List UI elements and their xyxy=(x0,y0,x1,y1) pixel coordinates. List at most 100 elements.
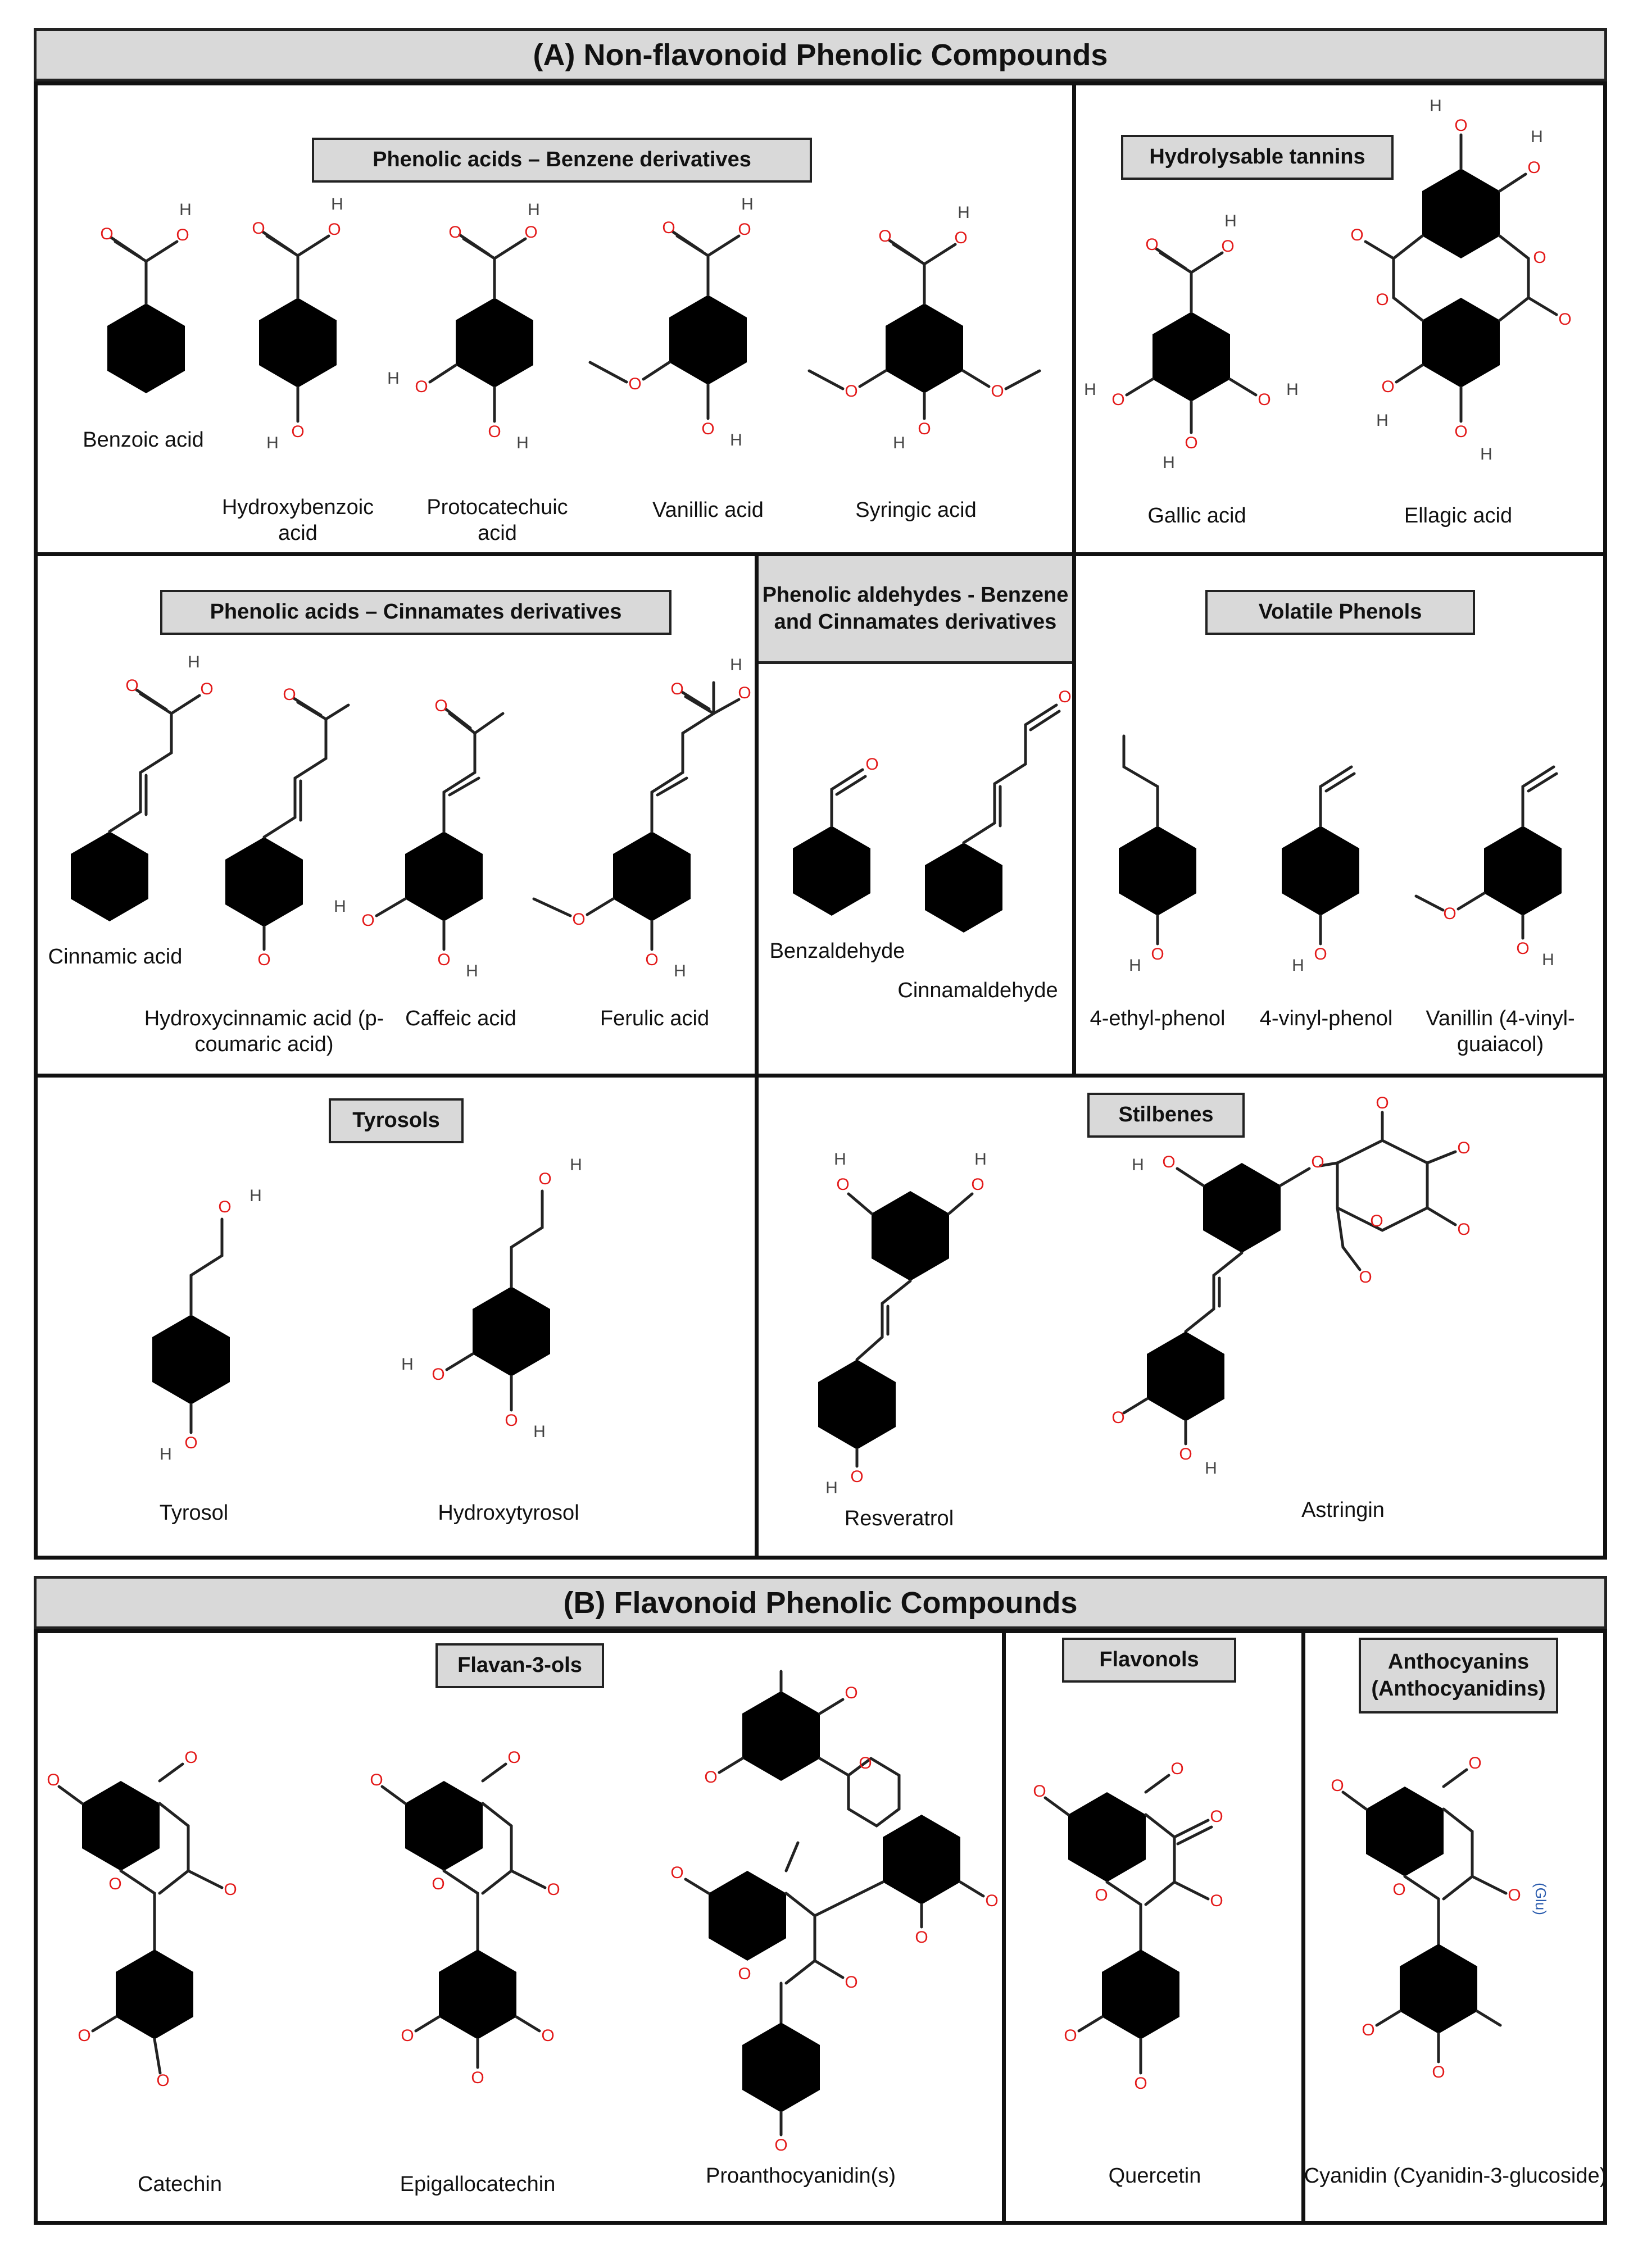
atom-h: H xyxy=(1531,128,1543,146)
atom-o: O xyxy=(283,685,296,704)
glucose-label: (Glu) xyxy=(1532,1883,1549,1915)
atom-o: O xyxy=(1033,1782,1046,1801)
label-cinnamates-text: Phenolic acids – Cinnamates derivatives xyxy=(210,600,622,624)
label-flavonols: Flavonols xyxy=(1062,1638,1236,1683)
atom-h: H xyxy=(741,195,754,213)
atom-o: O xyxy=(1221,237,1234,256)
atom-h: H xyxy=(730,431,742,449)
atom-o: O xyxy=(415,378,428,396)
atom-o: O xyxy=(1111,1408,1124,1427)
molecule-benzoic-acid: O O H xyxy=(100,201,192,393)
atom-h: H xyxy=(1084,380,1096,399)
name-hydroxybenzoic-acid: Hydroxybenzoic acid xyxy=(221,496,374,546)
name-ellagic-acid: Ellagic acid xyxy=(1404,504,1513,528)
molecule-cinnamaldehyde: O xyxy=(925,688,1072,933)
atom-o: O xyxy=(1454,116,1467,135)
name-syringic-acid: Syringic acid xyxy=(855,498,977,522)
atom-h: H xyxy=(179,201,192,219)
atom-o: O xyxy=(224,1880,237,1899)
atom-o: O xyxy=(434,697,447,715)
atom-h: H xyxy=(674,962,686,980)
atom-o: O xyxy=(200,680,213,698)
name-resveratrol: Resveratrol xyxy=(844,1507,954,1530)
name-gallic-acid: Gallic acid xyxy=(1147,504,1246,528)
label-volatile-text: Volatile Phenols xyxy=(1258,600,1422,624)
atom-o: O xyxy=(1258,390,1271,409)
atom-o: O xyxy=(547,1880,560,1899)
label-phenolic-aldehydes: Phenolic aldehydes - Benzene and Cinnama… xyxy=(759,556,1072,664)
molecule-cyanidin: O O O O (Glu) O O xyxy=(1331,1754,1549,2081)
panel-stilbenes xyxy=(755,1074,1607,1560)
atom-o: O xyxy=(865,755,878,774)
atom-o: O xyxy=(1111,390,1124,409)
molecule-quercetin: O O O O O O O xyxy=(1033,1760,1223,2093)
atom-o: O xyxy=(78,2026,90,2045)
atom-h: H xyxy=(730,656,742,674)
atom-h: H xyxy=(570,1156,582,1174)
atom-h: H xyxy=(958,203,970,222)
atom-o: O xyxy=(1095,1886,1108,1905)
atom-o: O xyxy=(738,220,751,239)
atom-o: O xyxy=(125,676,138,695)
label-stilbenes-text: Stilbenes xyxy=(1118,1103,1214,1127)
section-b-header: (B) Flavonoid Phenolic Compounds xyxy=(34,1576,1607,1629)
atom-o: O xyxy=(176,226,189,244)
molecule-hydroxybenzoic-acid: O O H O H xyxy=(252,195,343,452)
atom-o: O xyxy=(1179,1445,1192,1463)
atom-o: O xyxy=(1311,1153,1324,1171)
atom-o: O xyxy=(836,1175,849,1194)
label-hydrolysable-tannins: Hydrolysable tannins xyxy=(1121,135,1394,180)
molecule-vanillic-acid: O O H O O H xyxy=(588,195,754,449)
molecule-tyrosol: O H O H xyxy=(152,1187,262,1463)
name-cyanidin: Cyanidin (Cyanidin-3-glucoside) xyxy=(1304,2164,1607,2188)
atom-o: O xyxy=(1468,1754,1481,1772)
label-tyrosols-text: Tyrosols xyxy=(352,1108,440,1133)
section-a-header: (A) Non-flavonoid Phenolic Compounds xyxy=(34,28,1607,81)
atom-o: O xyxy=(878,227,891,246)
atom-o: O xyxy=(670,680,683,698)
label-volatile-phenols: Volatile Phenols xyxy=(1205,590,1475,635)
atom-o: O xyxy=(845,1684,857,1702)
atom-o: O xyxy=(1162,1153,1175,1171)
atom-o: O xyxy=(184,1748,197,1767)
atom-h: H xyxy=(1430,97,1442,115)
atom-o: O xyxy=(1362,2021,1374,2039)
atom-h: H xyxy=(516,434,529,452)
atom-h: H xyxy=(266,434,279,452)
name-proanthocyanidins: Proanthocyanidin(s) xyxy=(706,2164,896,2188)
label-tyrosols: Tyrosols xyxy=(329,1098,464,1143)
atom-o: O xyxy=(845,1973,857,1992)
name-epigallocatechin: Epigallocatechin xyxy=(400,2172,556,2196)
atom-o: O xyxy=(361,911,374,930)
molecule-protocatechuic-acid: O O H O H O H xyxy=(387,201,540,452)
atom-o: O xyxy=(252,219,265,238)
label-flavonols-text: Flavonols xyxy=(1099,1648,1199,1672)
molecule-astringin: O H O O O O O O O O H xyxy=(1111,1094,1470,1478)
atom-o: O xyxy=(328,220,341,239)
atom-o: O xyxy=(701,420,714,438)
atom-o: O xyxy=(1381,378,1394,396)
atom-o: O xyxy=(1350,226,1363,244)
label-anthocyanins: Anthocyanins (Anthocyanidins) xyxy=(1359,1638,1558,1714)
molecule-ferulic-acid: O O H O O H xyxy=(532,656,751,980)
atom-o: O xyxy=(1516,939,1529,958)
name-vanillin: Vanillin (4-vinyl-guaiacol) xyxy=(1426,1007,1575,1057)
atom-o: O xyxy=(47,1771,60,1789)
atom-o: O xyxy=(370,1771,383,1789)
atom-o: O xyxy=(1151,945,1164,963)
atom-h: H xyxy=(1542,951,1554,969)
label-flavan-text: Flavan-3-ols xyxy=(457,1653,582,1678)
molecule-syringic-acid: O O H O O O H xyxy=(807,203,1041,452)
atom-o: O xyxy=(1454,422,1467,441)
atom-o: O xyxy=(401,2026,414,2045)
atom-o: O xyxy=(448,223,461,242)
molecule-ellagic-acid: O O O O O H O H O H O H xyxy=(1350,97,1571,463)
atom-o: O xyxy=(1376,1094,1389,1112)
atom-o: O xyxy=(954,229,967,247)
atom-o: O xyxy=(1210,1892,1223,1910)
atom-o: O xyxy=(704,1768,717,1787)
atom-o: O xyxy=(184,1434,197,1452)
atom-h: H xyxy=(834,1150,846,1169)
atom-h: H xyxy=(528,201,540,219)
atom-o: O xyxy=(1457,1220,1470,1239)
